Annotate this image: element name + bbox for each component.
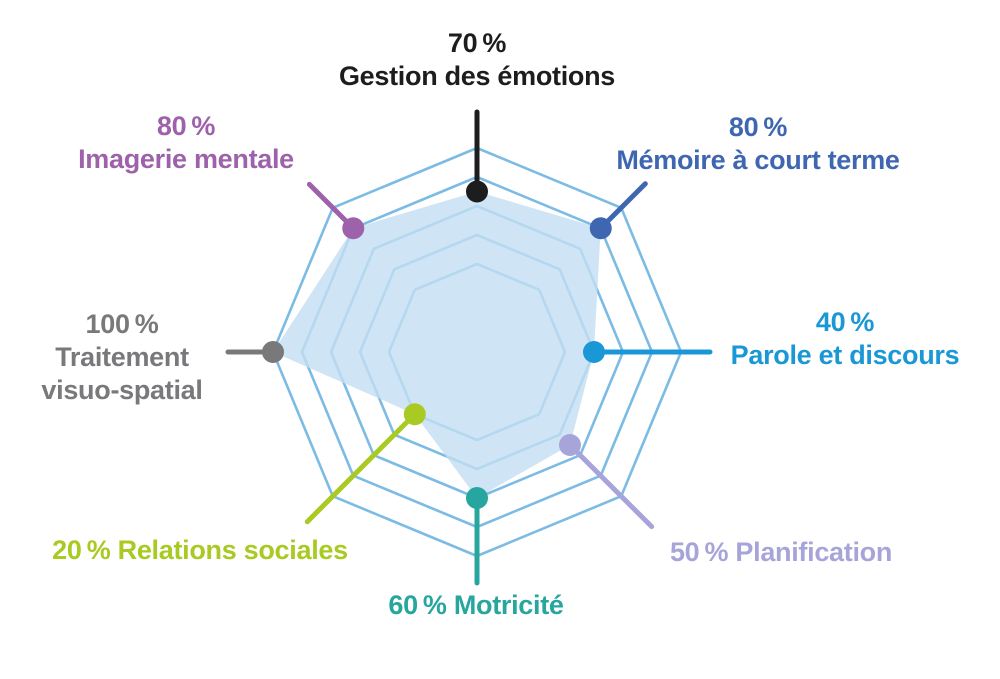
axis-label-planification: 50 % Planification: [670, 536, 892, 569]
axis-label-traitement-visuo-spatial-line-1: 100 %: [85, 309, 159, 339]
axis-label-parole-et-discours-line-1: 40 %: [815, 307, 875, 337]
data-dot-imagerie-mentale: [342, 217, 365, 240]
data-dot-planification: [558, 433, 581, 456]
data-dot-gestion-des-emotions: [466, 180, 488, 203]
axis-label-imagerie-mentale-line-1: 80 %: [156, 111, 216, 141]
callout-stick-relations-sociales: [304, 411, 418, 525]
axis-label-relations-sociales-line-1: 20 % Relations sociales: [52, 535, 348, 565]
data-dot-memoire-a-court-terme: [589, 217, 612, 240]
callout-stick-planification: [567, 442, 655, 530]
axis-label-parole-et-discours-line-2: Parole et discours: [730, 340, 960, 370]
axis-label-relations-sociales: 20 % Relations sociales: [52, 534, 348, 567]
data-dot-relations-sociales: [403, 403, 426, 426]
axis-label-imagerie-mentale-line-2: Imagerie mentale: [78, 144, 294, 174]
axis-label-traitement-visuo-spatial-line-2: Traitement: [55, 342, 189, 372]
data-dot-motricite: [466, 487, 488, 509]
axis-label-gestion-des-emotions: 70 %Gestion des émotions: [339, 27, 615, 93]
data-dot-parole-et-discours: [583, 341, 605, 363]
axis-label-motricite-line-1: 60 % Motricité: [388, 590, 564, 620]
axis-label-memoire-a-court-terme-line-2: Mémoire à court terme: [616, 145, 900, 175]
axis-label-traitement-visuo-spatial-line-3: visuo-spatial: [41, 375, 203, 405]
axis-label-gestion-des-emotions-line-2: Gestion des émotions: [338, 61, 616, 91]
data-area: [273, 191, 601, 498]
axis-label-imagerie-mentale: 80 %Imagerie mentale: [78, 110, 294, 176]
axis-label-gestion-des-emotions-line-1: 70 %: [447, 28, 507, 58]
axis-label-motricite: 60 % Motricité: [388, 589, 564, 622]
axis-label-memoire-a-court-terme: 80 %Mémoire à court terme: [616, 111, 900, 177]
axis-label-planification-line-1: 50 % Planification: [669, 537, 893, 567]
data-dot-traitement-visuo-spatial: [262, 341, 284, 363]
axis-label-parole-et-discours: 40 %Parole et discours: [731, 306, 960, 372]
axis-label-memoire-a-court-terme-line-1: 80 %: [728, 112, 788, 142]
